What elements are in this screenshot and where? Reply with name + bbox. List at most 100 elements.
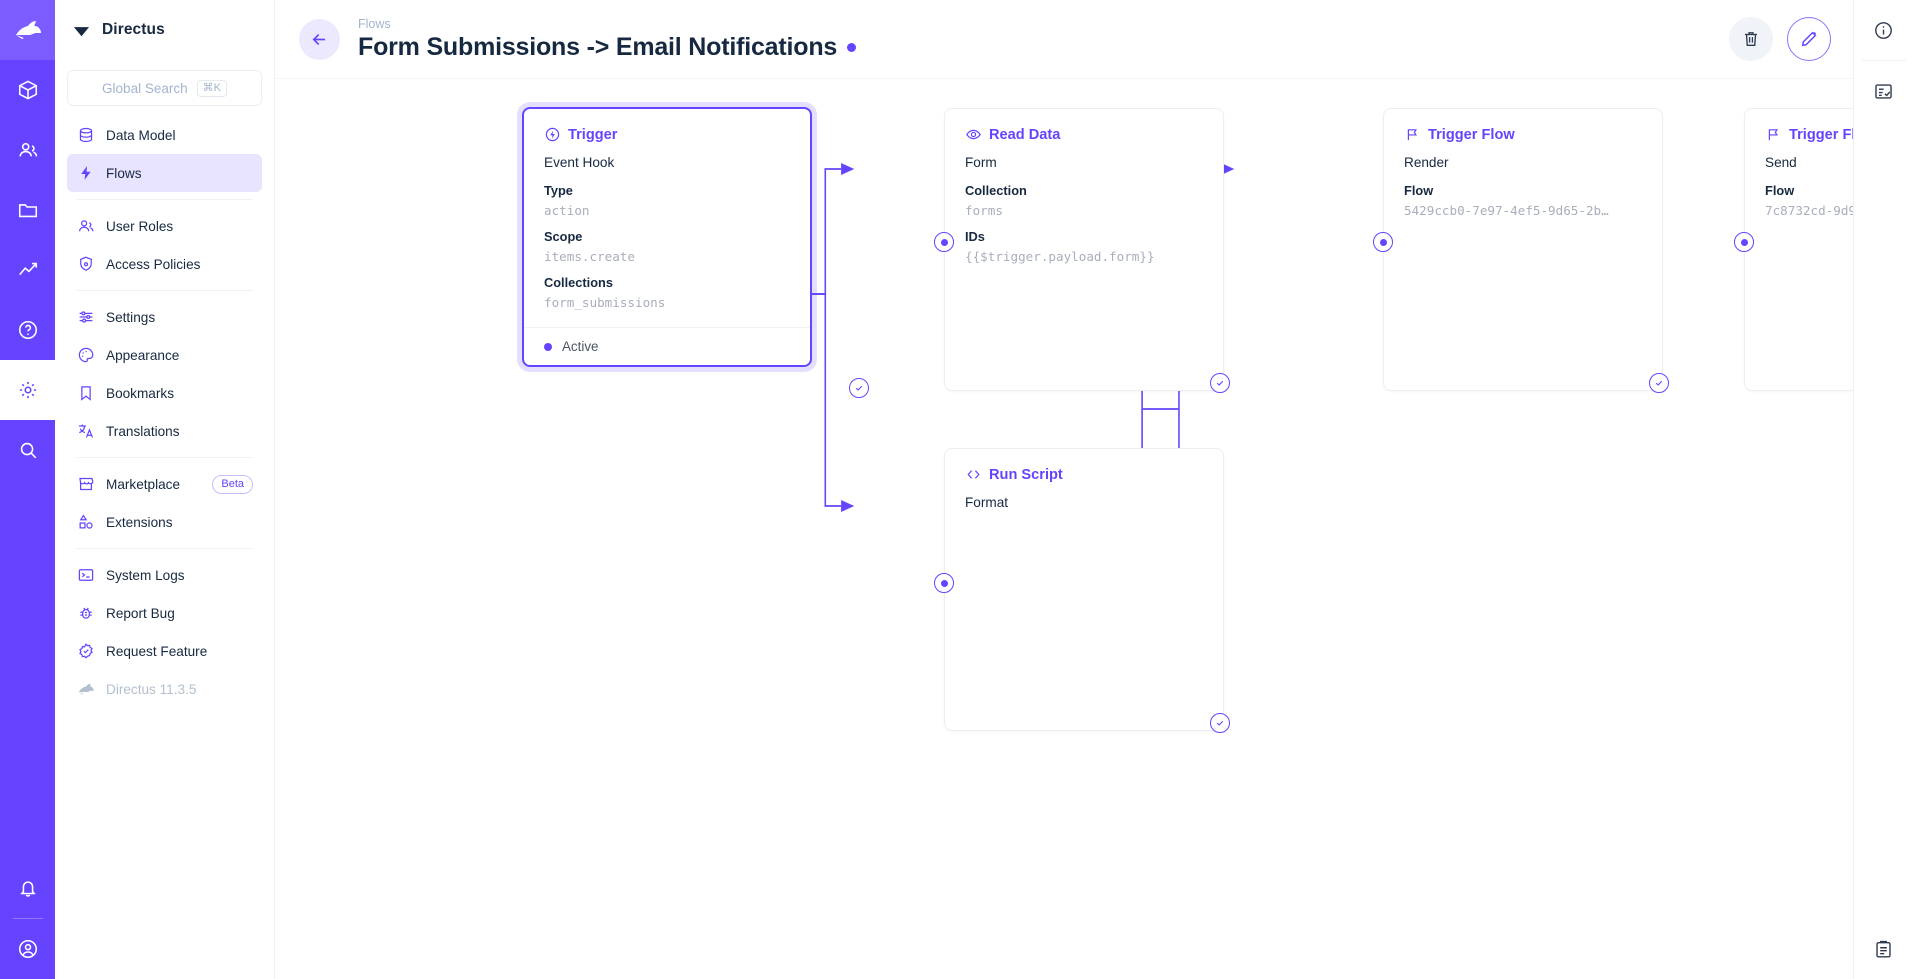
sidebar-item-label: Request Feature (106, 643, 208, 659)
right-sidebar (1853, 0, 1913, 979)
breadcrumb[interactable]: Flows (358, 17, 391, 31)
question-circle-icon (18, 320, 37, 340)
shapes-icon (76, 513, 95, 532)
sidebar-item-label: Report Bug (106, 605, 175, 621)
database-icon (76, 126, 95, 145)
sidebar-item-label: Flows (106, 165, 142, 181)
sidebar-item-request-feature[interactable]: Request Feature (67, 632, 262, 670)
info-button[interactable] (1854, 0, 1913, 60)
eye-icon (966, 129, 981, 140)
user-circle-icon (18, 939, 37, 959)
sidebar-item-label: Data Model (106, 127, 176, 143)
node-body: Format (945, 487, 1223, 529)
flow-node-run-script[interactable]: Run Script Format (944, 448, 1224, 731)
port-dot (940, 238, 948, 246)
delete-flow-button[interactable] (1729, 17, 1773, 61)
rail-item-notifications[interactable] (0, 858, 55, 918)
node-status: Active (524, 327, 810, 365)
box-icon (18, 80, 37, 100)
port-run-script-resolve[interactable] (1210, 713, 1230, 733)
sidebar-item-bookmarks[interactable]: Bookmarks (67, 374, 262, 412)
right-rail-divider (1861, 60, 1906, 61)
node-body: Event Hook Type action Scope items.creat… (524, 147, 810, 327)
edit-flow-button[interactable] (1787, 17, 1831, 61)
check-icon (1655, 380, 1663, 386)
page-title-block: Flows Form Submissions -> Email Notifica… (358, 16, 857, 62)
sidebar-item-label: Extensions (106, 514, 173, 530)
clipboard-icon (1876, 940, 1891, 958)
flow-status-dot (847, 43, 857, 52)
sidebar-item-label: Marketplace (106, 476, 181, 492)
node-type-label: Read Data (989, 126, 1061, 143)
port-trigger-flow-send-input[interactable] (1734, 232, 1754, 252)
sidebar-item-data-model[interactable]: Data Model (67, 116, 262, 154)
global-search-input[interactable]: Global Search ⌘K (67, 70, 262, 106)
rail-item-files[interactable] (0, 180, 55, 240)
logs-button[interactable] (1854, 61, 1913, 121)
port-read-data-resolve[interactable] (1210, 373, 1230, 393)
port-dot (1379, 238, 1387, 246)
node-header: Read Data (945, 109, 1223, 147)
bug-icon (76, 604, 95, 623)
sidebar-item-user-roles[interactable]: User Roles (67, 207, 262, 245)
port-trigger-flow-render-input[interactable] (1373, 232, 1393, 252)
sidebar-item-marketplace[interactable]: Marketplace Beta (67, 465, 262, 503)
global-search-shortcut: ⌘K (196, 79, 227, 97)
sidebar-item-system-logs[interactable]: System Logs (67, 556, 262, 594)
status-dot (544, 342, 552, 351)
sidebar-brand-label: Directus (102, 21, 165, 38)
node-body: Form Collection forms IDs {{$trigger.pay… (945, 147, 1223, 281)
folder-icon (18, 204, 37, 218)
field-key: Flow (1765, 183, 1795, 198)
rail-item-content[interactable] (0, 60, 55, 120)
sidebar-item-label: Access Policies (106, 256, 201, 272)
sidebar-item-settings[interactable]: Settings (67, 298, 262, 336)
rail-item-account[interactable] (0, 919, 55, 979)
field-key: Collections (544, 275, 613, 290)
users-icon (76, 217, 95, 236)
directus-logo-button[interactable] (0, 0, 55, 60)
back-button[interactable] (299, 18, 340, 60)
port-read-data-input[interactable] (934, 232, 954, 252)
rail-item-help[interactable] (0, 300, 55, 360)
sidebar-item-access-policies[interactable]: Access Policies (67, 245, 262, 283)
flag-icon (1407, 129, 1417, 141)
info-circle-icon (1875, 21, 1892, 39)
field-key: IDs (965, 229, 985, 244)
flow-node-read-data[interactable]: Read Data Form Collection forms IDs {{$t… (944, 108, 1224, 391)
node-body: Render Flow 5429ccb0-7e97-4ef5-9d65-2b… (1384, 147, 1662, 235)
port-trigger-flow-render-resolve[interactable] (1649, 373, 1669, 393)
port-dot (1740, 238, 1748, 246)
sidebar-item-label: System Logs (106, 567, 185, 583)
flow-canvas[interactable]: Trigger Event Hook Type action Scope ite… (275, 79, 1853, 979)
sidebar-item-report-bug[interactable]: Report Bug (67, 594, 262, 632)
field-key: Flow (1404, 183, 1434, 198)
directus-rabbit-logo (15, 21, 41, 39)
rail-item-insights[interactable] (0, 240, 55, 300)
flow-node-trigger-flow-send[interactable]: Trigger Flow Send Flow 7c8732cd-9d9e-44b… (1744, 108, 1853, 391)
flow-node-trigger-flow-render[interactable]: Trigger Flow Render Flow 5429ccb0-7e97-4… (1383, 108, 1663, 391)
node-body: Send Flow 7c8732cd-9d9e-44be-a3f6-89… (1745, 147, 1853, 235)
flow-node-trigger[interactable]: Trigger Event Hook Type action Scope ite… (522, 107, 812, 367)
sidebar-item-translations[interactable]: Translations (67, 412, 262, 450)
sidebar-item-extensions[interactable]: Extensions (67, 503, 262, 541)
node-header: Trigger Flow (1745, 109, 1853, 147)
sidebar-item-flows[interactable]: Flows (67, 154, 262, 192)
sidebar-item-label: Settings (106, 309, 156, 325)
rail-item-search[interactable] (0, 420, 55, 480)
port-trigger-resolve[interactable] (849, 378, 869, 398)
module-sidebar: Directus Global Search ⌘K Data Model Flo… (55, 0, 275, 979)
port-run-script-input[interactable] (934, 573, 954, 593)
field-key: Scope (544, 229, 583, 244)
notes-button[interactable] (1854, 919, 1913, 979)
rail-item-users[interactable] (0, 120, 55, 180)
rail-item-settings[interactable] (0, 360, 55, 420)
sidebar-item-appearance[interactable]: Appearance (67, 336, 262, 374)
node-name: Render (1404, 155, 1449, 170)
flag-icon (1768, 129, 1778, 141)
gear-icon (19, 381, 36, 399)
sidebar-divider (76, 548, 253, 549)
node-header: Run Script (945, 449, 1223, 487)
sidebar-brand: Directus (55, 0, 274, 60)
node-type-label: Trigger (568, 126, 618, 143)
